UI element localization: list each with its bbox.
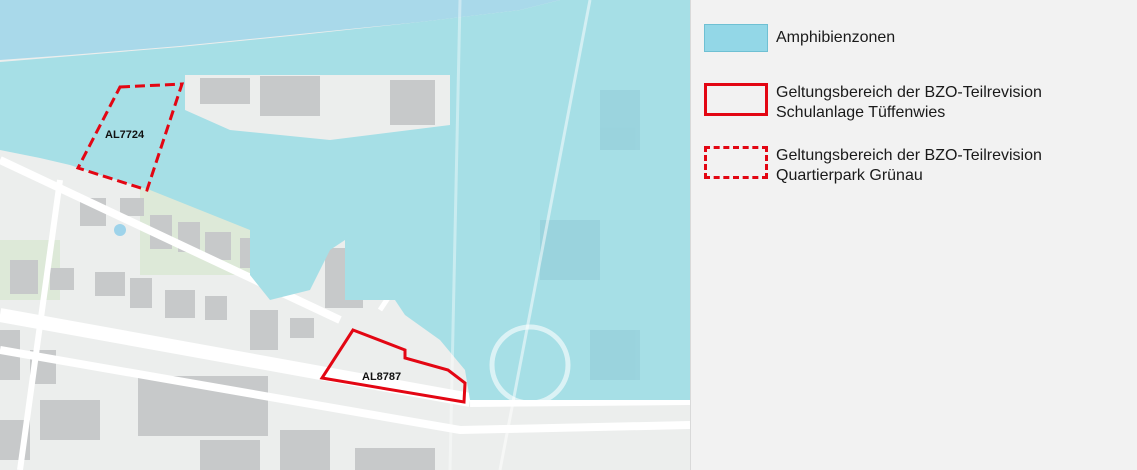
parcel-label-al8787: AL8787 bbox=[362, 371, 401, 383]
legend-label: Amphibienzonen bbox=[776, 29, 896, 46]
legend-label: Schulanlage Tüffenwies bbox=[776, 104, 946, 121]
main-road bbox=[0, 308, 472, 407]
side-road bbox=[17, 179, 63, 470]
legend-item-amphibian-zones: Amphibienzonen bbox=[704, 24, 895, 52]
legend-label: Quartierpark Grünau bbox=[776, 167, 923, 184]
legend-swatch-dashed-outline bbox=[704, 146, 768, 179]
side-road bbox=[0, 346, 690, 435]
pond bbox=[114, 224, 126, 236]
parcel-boundary-al7724[interactable] bbox=[75, 82, 185, 192]
map-canvas: AL7724 AL8787 bbox=[0, 0, 690, 470]
path bbox=[498, 0, 592, 470]
buildings bbox=[200, 76, 435, 125]
sports-track bbox=[489, 324, 571, 406]
legend-swatch-fill bbox=[704, 24, 768, 52]
map-view[interactable]: AL7724 AL8787 bbox=[0, 0, 691, 470]
legend-item-schulanlage: Geltungsbereich der BZO-Teilrevision Sch… bbox=[704, 83, 1042, 123]
zone-features bbox=[540, 90, 640, 380]
legend-label: Geltungsbereich der BZO-Teilrevision bbox=[776, 147, 1042, 164]
legend-label: Geltungsbereich der BZO-Teilrevision bbox=[776, 84, 1042, 101]
parcel-label-al7724: AL7724 bbox=[105, 129, 145, 141]
path bbox=[448, 0, 462, 470]
amphibian-zone bbox=[0, 0, 690, 400]
river bbox=[0, 0, 560, 60]
legend-item-quartierpark: Geltungsbereich der BZO-Teilrevision Qua… bbox=[704, 146, 1042, 186]
legend: Amphibienzonen Geltungsbereich der BZO-T… bbox=[700, 0, 1137, 470]
legend-swatch-solid-outline bbox=[704, 83, 768, 116]
parcel-boundary-al8787[interactable] bbox=[319, 328, 467, 404]
